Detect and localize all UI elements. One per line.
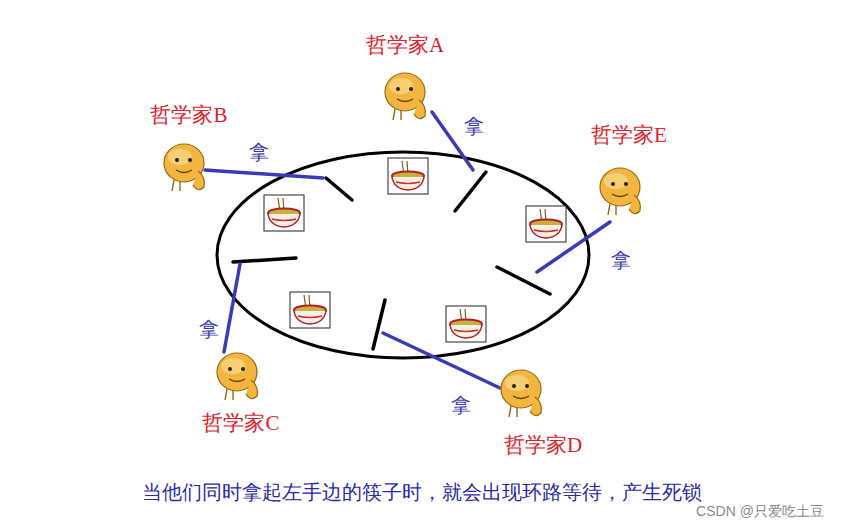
philosopher-label: 哲学家D xyxy=(504,434,582,457)
caption: 当他们同时拿起左手边的筷子时，就会出现环路等待，产生死锁 xyxy=(142,481,702,503)
philosopher-label: 哲学家E xyxy=(591,124,667,147)
philosopher-label: 哲学家A xyxy=(366,34,444,57)
philosopher-label: 哲学家B xyxy=(150,104,227,127)
watermark: CSDN @只爱吃土豆 xyxy=(696,504,824,519)
action-label: 拿 xyxy=(197,318,221,340)
action-label: 拿 xyxy=(462,115,486,137)
philosopher-label: 哲学家C xyxy=(202,412,279,435)
action-label: 拿 xyxy=(247,141,271,163)
action-label: 拿 xyxy=(449,394,473,416)
action-label: 拿 xyxy=(609,249,633,271)
